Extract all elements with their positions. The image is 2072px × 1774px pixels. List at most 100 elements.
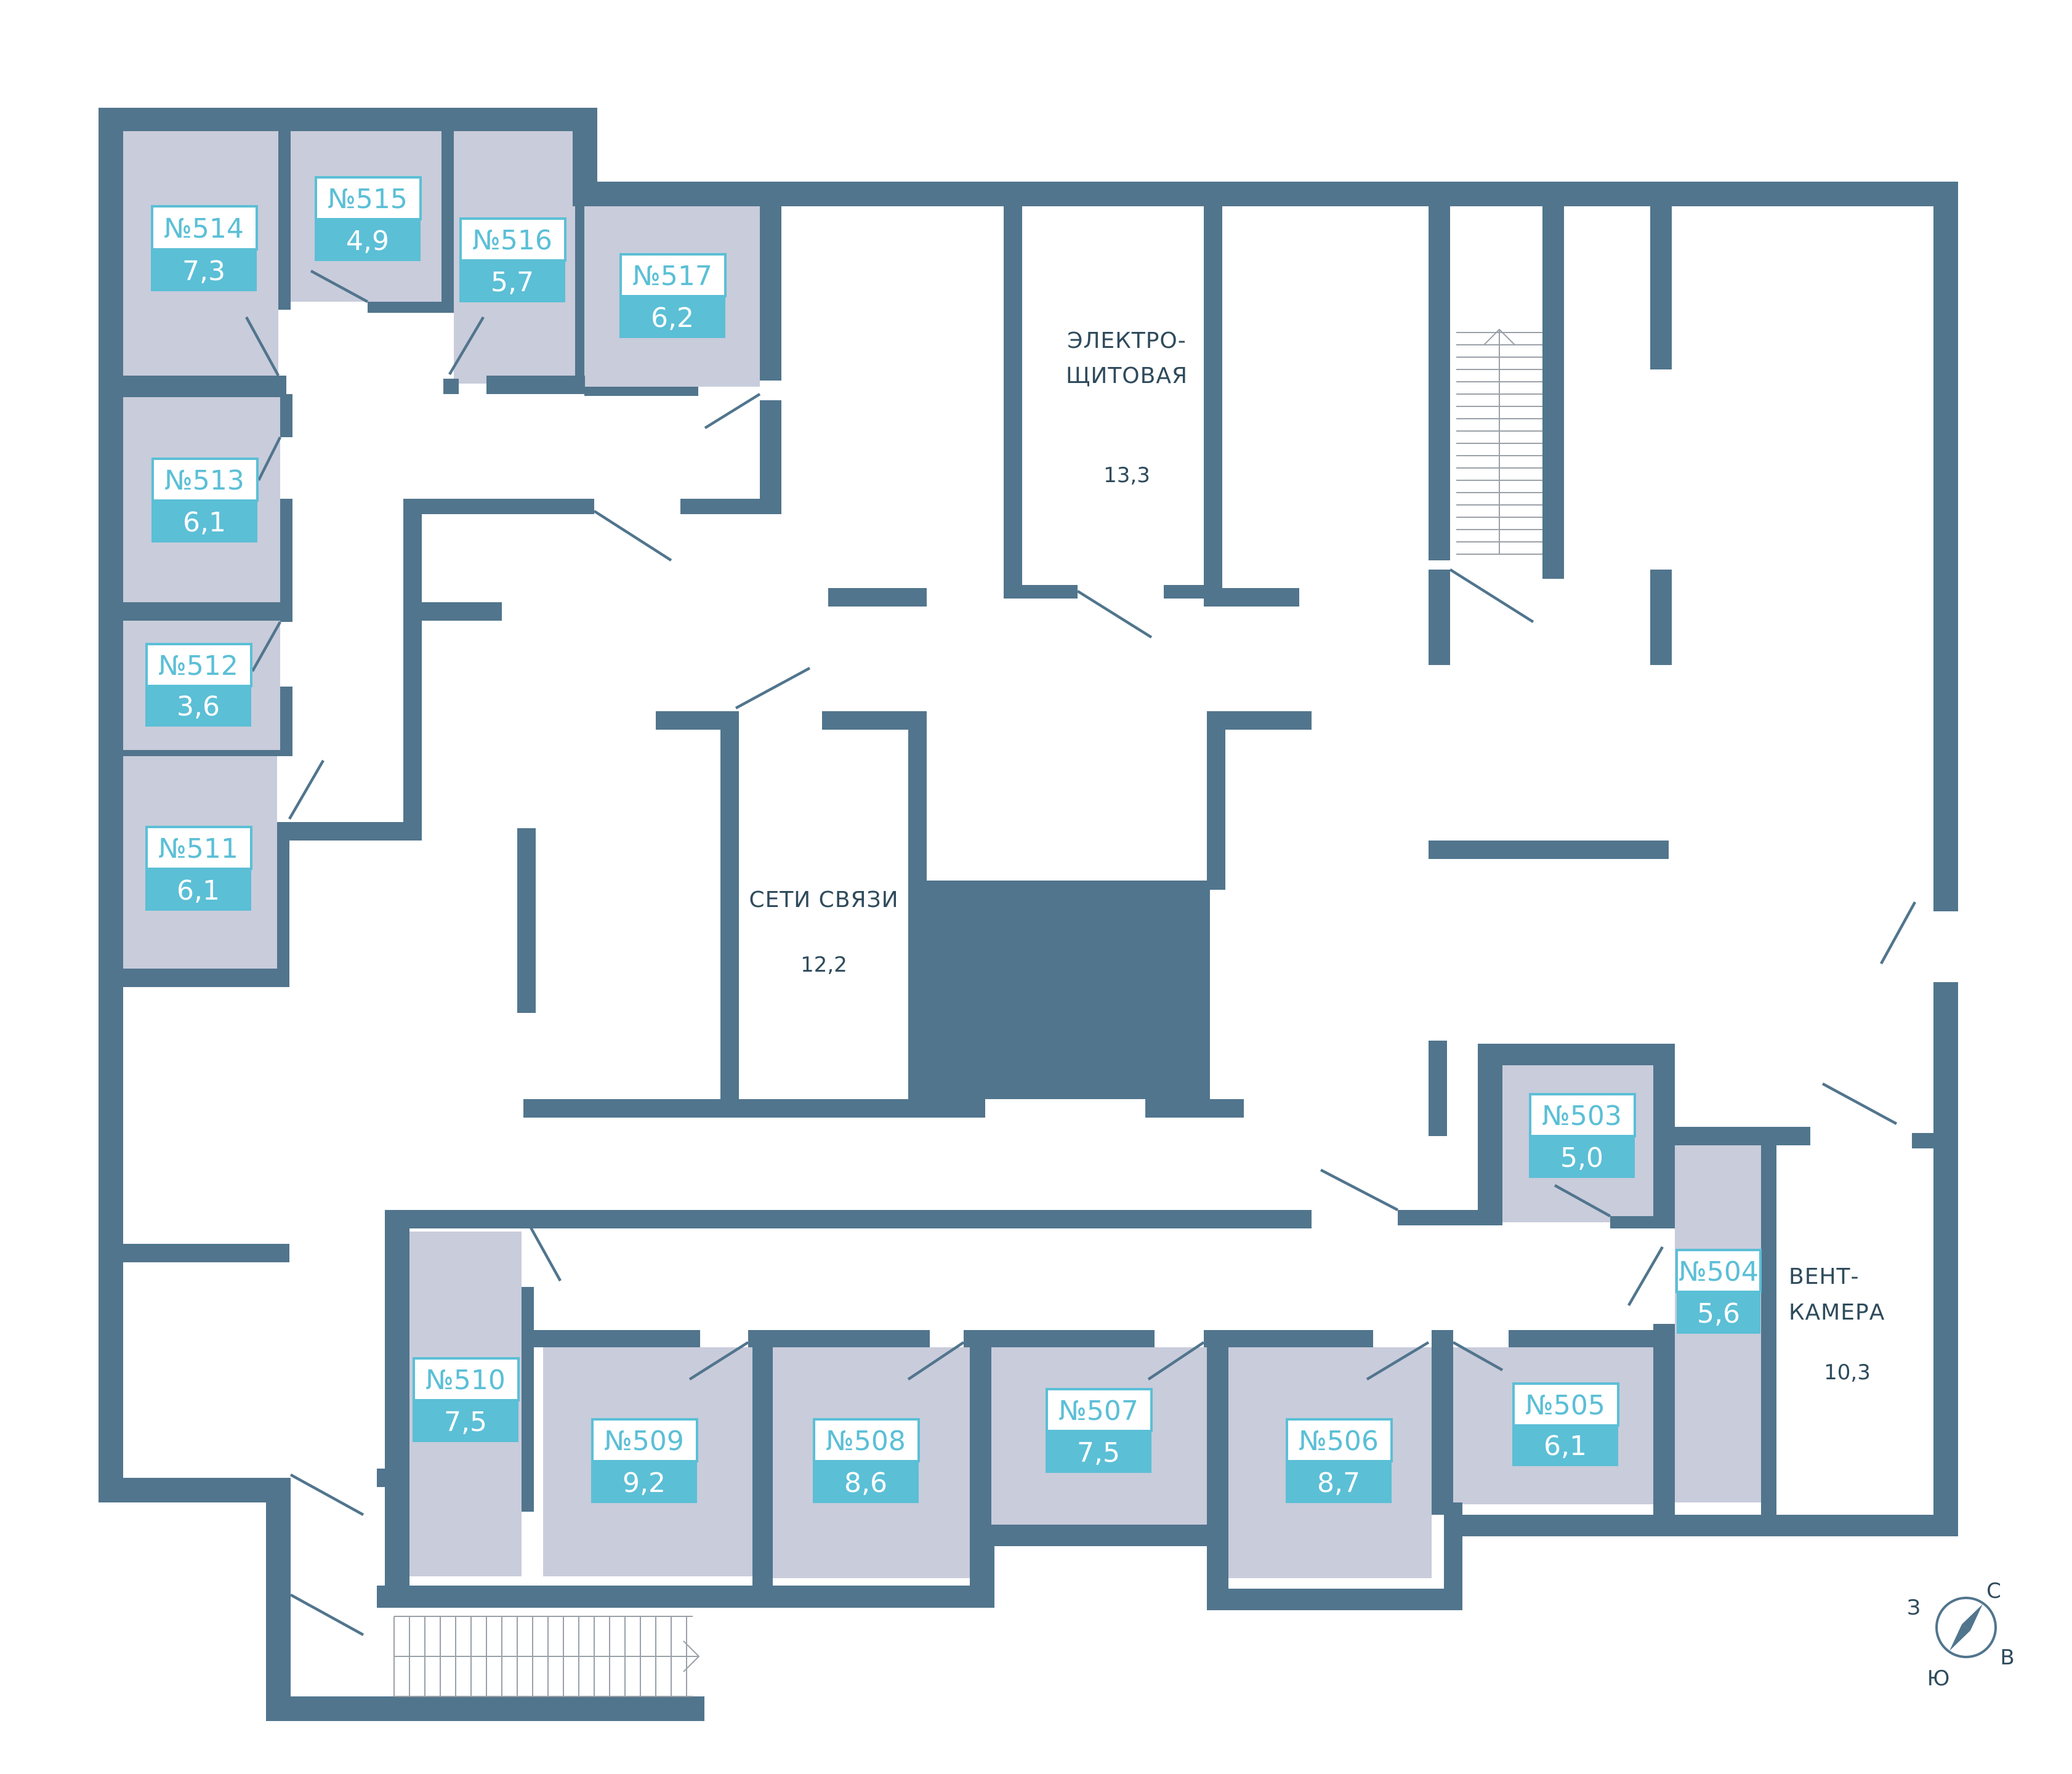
- storage-label-516[interactable]: №516 5,7: [459, 217, 566, 302]
- door-swing: [289, 1474, 365, 1516]
- storage-number: №506: [1299, 1425, 1379, 1457]
- wall: [277, 822, 289, 982]
- wall: [1204, 1330, 1373, 1347]
- storage-area: 6,1: [177, 875, 220, 906]
- wall: [1204, 203, 1222, 597]
- wall: [752, 1330, 773, 1586]
- storage-number: №503: [1542, 1100, 1622, 1132]
- wall: [123, 969, 289, 987]
- storage-area: 8,6: [844, 1467, 887, 1499]
- storage-number: №515: [328, 183, 408, 215]
- wall: [1432, 1330, 1453, 1515]
- storage-label-507[interactable]: №507 7,5: [1046, 1388, 1153, 1473]
- wall: [680, 499, 781, 514]
- wall: [1207, 1330, 1228, 1527]
- wall: [1650, 203, 1672, 369]
- wall: [99, 108, 123, 1502]
- storage-area: 5,6: [1697, 1298, 1740, 1329]
- storage-label-506[interactable]: №506 8,7: [1286, 1418, 1393, 1503]
- storage-number: №511: [158, 833, 238, 865]
- wall: [720, 711, 739, 1105]
- storage-label-503[interactable]: №503 5,0: [1529, 1093, 1636, 1178]
- wall: [123, 1244, 289, 1262]
- door-swing: [1366, 1341, 1430, 1381]
- door-swing: [1449, 568, 1534, 623]
- wall: [278, 131, 291, 310]
- storage-number: №516: [472, 225, 552, 256]
- wall: [123, 376, 286, 397]
- wall: [523, 1099, 985, 1118]
- wall: [1004, 203, 1022, 591]
- door-swing: [1880, 901, 1916, 965]
- wall: [1653, 1324, 1675, 1536]
- storage-area: 6,1: [1544, 1430, 1587, 1462]
- compass-ring: [1935, 1597, 1997, 1658]
- storage-area: 4,9: [346, 225, 389, 257]
- storage-label-510[interactable]: №510 7,5: [413, 1357, 520, 1442]
- wall: [385, 1210, 1312, 1228]
- wall: [908, 711, 927, 1105]
- storage-number: №510: [425, 1365, 506, 1396]
- storage-label-513[interactable]: №513 6,1: [151, 458, 259, 542]
- storage-number: №508: [826, 1425, 906, 1457]
- wall: [1398, 1210, 1502, 1225]
- wall: [1478, 1044, 1502, 1222]
- wall: [422, 602, 502, 621]
- wall: [1207, 711, 1225, 890]
- wall: [828, 588, 927, 607]
- door-swing: [1821, 1083, 1898, 1125]
- network-room-area: 12,2: [800, 953, 847, 977]
- wall: [1429, 841, 1669, 859]
- storage-label-511[interactable]: №511 6,1: [145, 826, 252, 911]
- storage-label-508[interactable]: №508 8,6: [813, 1418, 920, 1503]
- wall: [1429, 203, 1450, 560]
- storage-area: 5,7: [491, 267, 534, 298]
- wall: [964, 1330, 1155, 1347]
- storage-label-514[interactable]: №514 7,3: [151, 205, 258, 291]
- staircase-upper: [1456, 328, 1542, 555]
- wall: [760, 205, 781, 381]
- storage-area: 7,3: [182, 256, 225, 287]
- storage-number: №512: [158, 650, 238, 682]
- compass-east: В: [2000, 1645, 2014, 1670]
- wall: [443, 379, 459, 394]
- wall: [486, 376, 585, 394]
- wall: [1542, 203, 1564, 579]
- storage-number: №514: [164, 213, 244, 244]
- storage-label-512[interactable]: №512 3,6: [145, 643, 252, 727]
- door-swing: [245, 316, 280, 377]
- ventilation-room-title-2: КАМЕРА: [1789, 1300, 1885, 1325]
- storage-label-509[interactable]: №509 9,2: [591, 1418, 698, 1503]
- storage-fills: [123, 131, 1761, 1578]
- storage-area: 6,2: [651, 302, 694, 334]
- electrical-room-label: ЭЛЕКТРО- ЩИТОВАЯ 13,3: [1066, 328, 1187, 488]
- storage-number: №505: [1525, 1390, 1605, 1421]
- central-shaft: [927, 881, 1210, 1099]
- wall: [1933, 982, 1958, 1536]
- wall: [575, 205, 584, 390]
- wall: [973, 1525, 1228, 1546]
- storage-area: 9,2: [623, 1467, 666, 1499]
- storage-number: №507: [1058, 1395, 1139, 1427]
- wall: [1761, 1127, 1776, 1536]
- storage-number: №509: [604, 1425, 684, 1457]
- storage-label-504[interactable]: №504 5,6: [1675, 1249, 1762, 1334]
- storage-label-505[interactable]: №505 6,1: [1512, 1382, 1619, 1466]
- wall: [403, 499, 422, 837]
- storage-number: №517: [632, 260, 712, 292]
- wall: [123, 750, 292, 756]
- storage-area: 8,7: [1317, 1467, 1360, 1499]
- wall: [280, 687, 292, 754]
- wall: [522, 1330, 700, 1347]
- storage-number: №513: [164, 465, 244, 496]
- storage-label-517[interactable]: №517 6,2: [619, 253, 727, 338]
- wall: [1653, 1127, 1810, 1145]
- wall: [970, 1330, 991, 1533]
- door-swing: [310, 270, 369, 303]
- network-room-label: СЕТИ СВЯЗИ 12,2: [749, 887, 898, 977]
- compass-needle-south: [1949, 1624, 1970, 1651]
- wall: [99, 108, 597, 131]
- door-swing: [1627, 1246, 1664, 1307]
- storage-label-515[interactable]: №515 4,9: [315, 176, 422, 261]
- wall: [385, 1216, 409, 1601]
